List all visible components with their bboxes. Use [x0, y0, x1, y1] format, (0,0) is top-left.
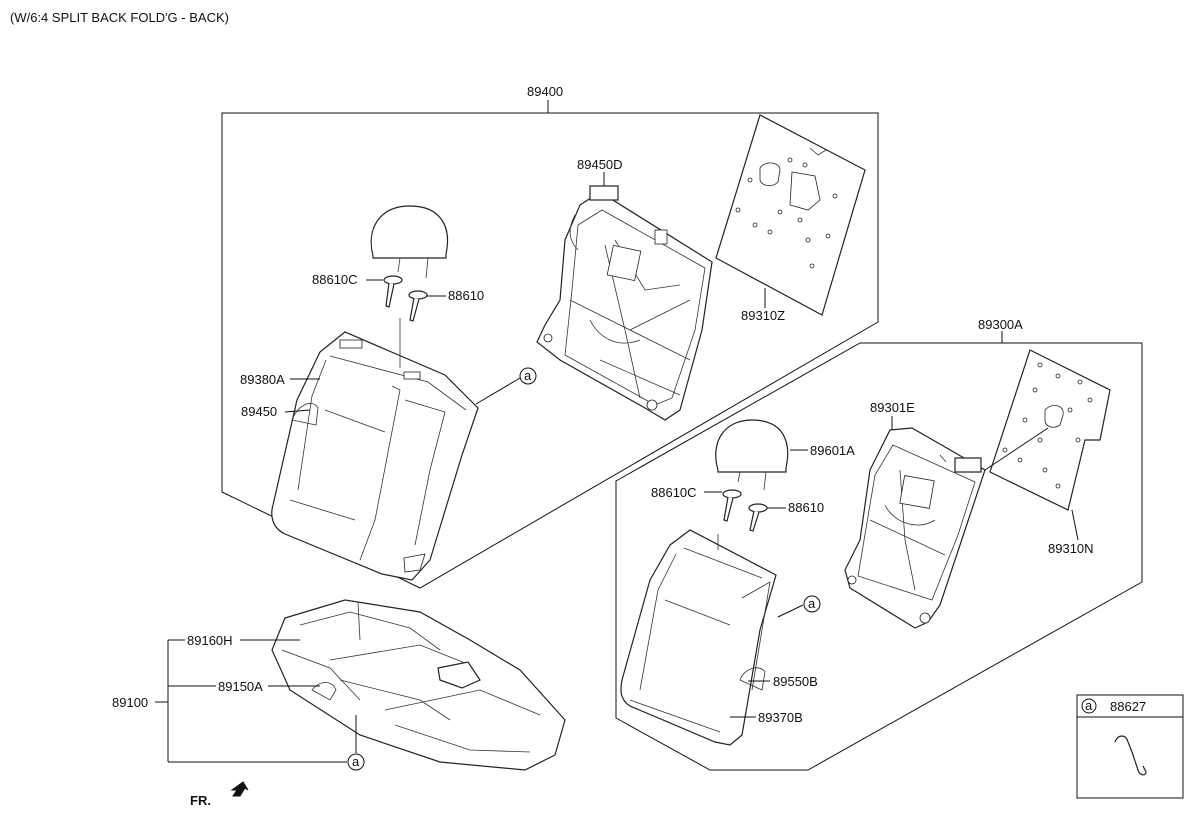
label-89380A[interactable]: 89380A	[240, 372, 285, 387]
label-89310Z[interactable]: 89310Z	[741, 308, 785, 323]
label-89370B[interactable]: 89370B	[758, 710, 803, 725]
headrest-right[interactable]	[715, 419, 789, 491]
headrest-guide-c-right[interactable]	[722, 489, 742, 522]
label-89310N[interactable]: 89310N	[1048, 541, 1094, 556]
assy-left-outline	[221, 112, 879, 589]
ref-marker-left-back: a	[524, 368, 532, 383]
headrest-guide-c-left[interactable]	[383, 275, 403, 308]
ref-marker-cushion: a	[352, 754, 360, 769]
label-88610-right[interactable]: 88610	[788, 500, 824, 515]
seat-frame-left[interactable]	[536, 185, 713, 421]
diagram-title: (W/6:4 SPLIT BACK FOLD'G - BACK)	[10, 10, 229, 25]
seat-cushion[interactable]	[271, 599, 566, 771]
seat-frame-right[interactable]	[844, 427, 986, 629]
back-board-left[interactable]	[715, 114, 866, 316]
seat-back-right[interactable]	[620, 529, 777, 746]
label-89601A[interactable]: 89601A	[810, 443, 855, 458]
label-89300A[interactable]: 89300A	[978, 317, 1023, 332]
seat-back-left[interactable]	[271, 318, 479, 581]
label-89400[interactable]: 89400	[527, 84, 563, 99]
label-88610C-left[interactable]: 88610C	[312, 272, 358, 287]
label-89301E[interactable]: 89301E	[870, 400, 915, 415]
label-88610C-right[interactable]: 88610C	[651, 485, 697, 500]
legend-part-no[interactable]: 88627	[1110, 699, 1146, 714]
front-direction-label: FR.	[190, 793, 211, 808]
assy-right-outline	[615, 342, 1143, 771]
label-89550B[interactable]: 89550B	[773, 674, 818, 689]
legend-marker: a	[1085, 698, 1093, 713]
label-89450[interactable]: 89450	[241, 404, 277, 419]
label-89100[interactable]: 89100	[112, 695, 148, 710]
front-arrow-icon	[230, 781, 249, 797]
clip-88627[interactable]	[1114, 735, 1147, 776]
label-88610-left[interactable]: 88610	[448, 288, 484, 303]
ref-marker-right-back: a	[808, 596, 816, 611]
label-89160H[interactable]: 89160H	[187, 633, 233, 648]
back-board-right[interactable]	[989, 349, 1111, 511]
headrest-left[interactable]	[370, 205, 449, 279]
legend-box: a 88627	[1076, 694, 1184, 799]
label-89150A[interactable]: 89150A	[218, 679, 263, 694]
headrest-guide-left[interactable]	[408, 290, 428, 322]
headrest-guide-right[interactable]	[748, 503, 768, 532]
label-89450D[interactable]: 89450D	[577, 157, 623, 172]
